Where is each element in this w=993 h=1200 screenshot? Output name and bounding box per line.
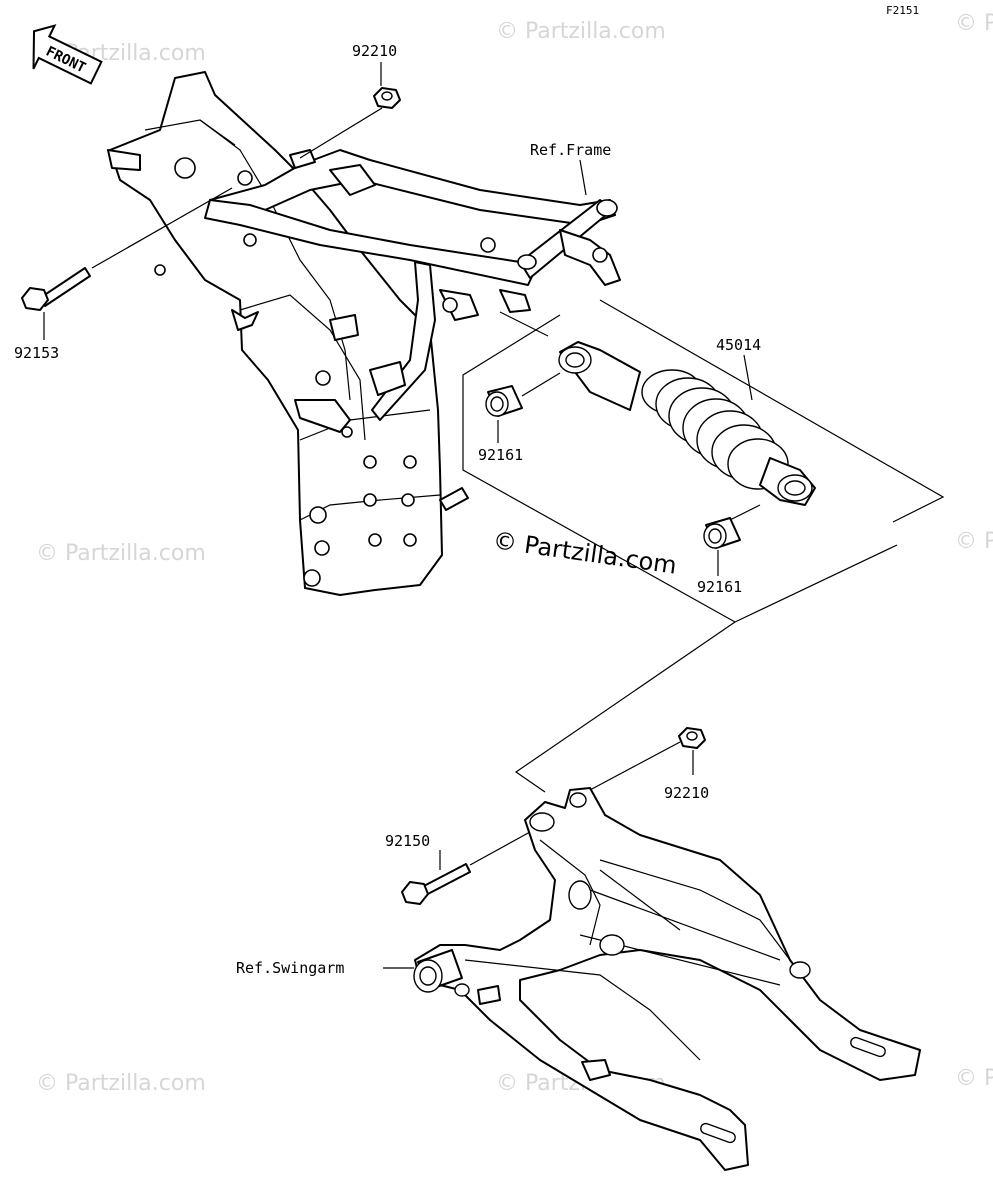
part-number-bolt-top[interactable]: 92153 bbox=[14, 344, 59, 362]
watermark: © Partzilla.com bbox=[36, 541, 206, 566]
shock-spring bbox=[641, 369, 789, 490]
shock-absorber bbox=[558, 341, 816, 506]
bolt-bottom bbox=[401, 863, 471, 905]
collar-left bbox=[485, 385, 523, 417]
watermark: © Partzilla.com bbox=[36, 1071, 206, 1096]
figure-id: F2151 bbox=[886, 4, 919, 17]
bolt-top bbox=[21, 267, 91, 311]
ref-swingarm-label: Ref.Swingarm bbox=[236, 959, 344, 977]
watermark: © Partzilla.com bbox=[955, 11, 993, 36]
part-number-bolt-bottom[interactable]: 92150 bbox=[385, 832, 430, 850]
watermark: © Partzilla.com bbox=[955, 529, 993, 554]
watermark: © Partzilla.com bbox=[955, 1066, 993, 1091]
part-labels: 92210 92153 Ref.Frame 45014 92161 92161 … bbox=[14, 42, 761, 977]
nut-bottom bbox=[678, 727, 706, 749]
nut-top bbox=[373, 87, 401, 109]
ref-frame-label: Ref.Frame bbox=[530, 141, 611, 159]
part-number-nut-bottom[interactable]: 92210 bbox=[664, 784, 709, 802]
collar-right bbox=[703, 517, 741, 549]
part-number-collar-right[interactable]: 92161 bbox=[697, 578, 742, 596]
watermark-main: © Partzilla.com bbox=[491, 526, 678, 580]
swingarm-assembly bbox=[413, 787, 921, 1171]
leader-lines bbox=[43, 62, 945, 969]
part-number-collar-left[interactable]: 92161 bbox=[478, 446, 523, 464]
part-number-shock[interactable]: 45014 bbox=[716, 336, 761, 354]
part-number-nut-top[interactable]: 92210 bbox=[352, 42, 397, 60]
frame-assembly bbox=[107, 71, 621, 596]
watermark: © Partzilla.com bbox=[496, 19, 666, 44]
